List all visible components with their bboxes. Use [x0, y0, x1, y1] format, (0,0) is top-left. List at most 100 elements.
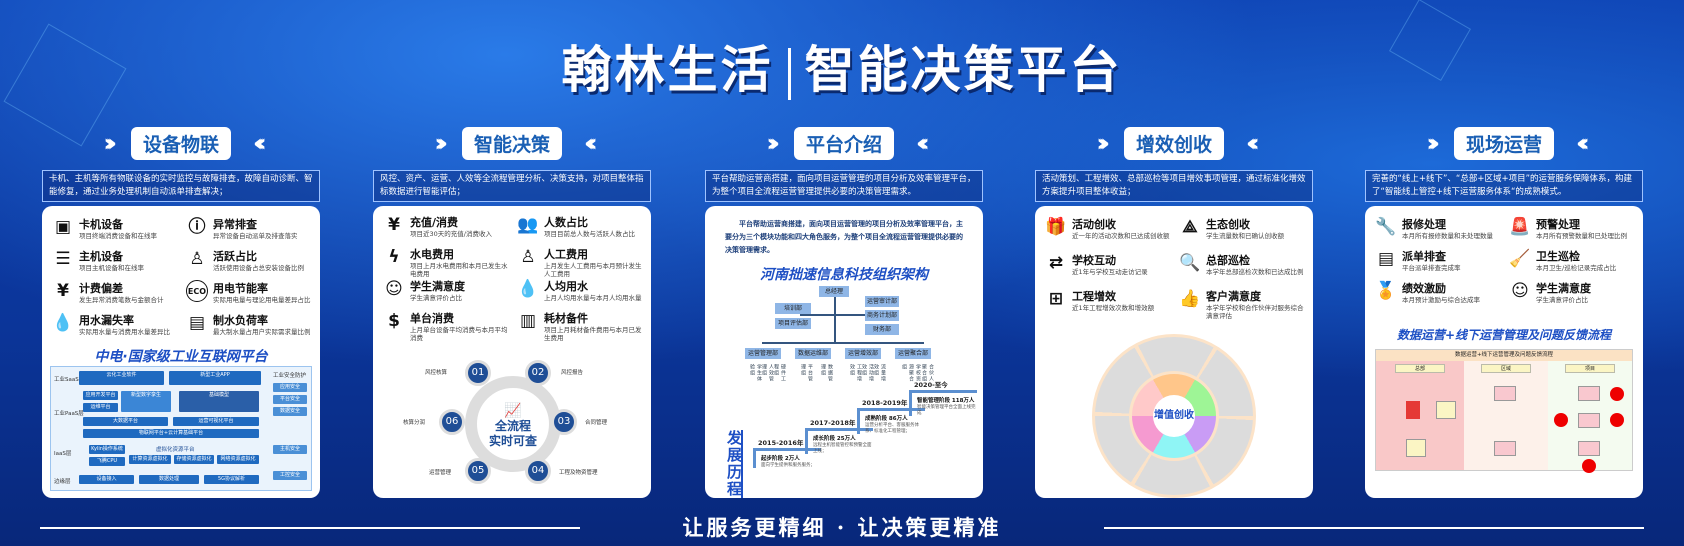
- lane-hq: 总部: [1376, 361, 1464, 470]
- broom-icon: 🧹: [1509, 249, 1531, 269]
- metric-title: 制水负荷率: [213, 314, 268, 327]
- metric-item: ▤派单排查平台派单排查完成率: [1375, 248, 1503, 280]
- flow-node: [1436, 401, 1456, 419]
- slogan-left: 让服务更精细: [682, 515, 827, 540]
- panel-header: ›››设备物联‹‹‹: [42, 126, 320, 160]
- lane-project: 项目: [1548, 361, 1632, 473]
- diagram-block: 基础模型: [179, 391, 259, 412]
- metric-item: ⊞工程增效近1年工程增效次数和增效额: [1045, 288, 1173, 320]
- chevron-left-icon: ‹‹‹: [916, 129, 929, 157]
- panel-title: 平台介绍: [793, 126, 894, 160]
- panel-description: 卡机、主机等所有物联设备的实时监控与故障排查，故障自动诊断、智能修复，通过业务处…: [42, 170, 320, 202]
- money-icon: $: [388, 311, 400, 331]
- chevron-left-icon: ‹‹‹: [1576, 129, 1589, 157]
- step-year: 2015-2016年: [758, 439, 804, 447]
- diagram-block: 大数据平台: [83, 417, 168, 426]
- metric-item: 💧人均用水上月人均用水量与本月人均用水量: [517, 278, 645, 310]
- chevron-left-icon: ‹‹‹: [584, 129, 597, 157]
- metric-item: 🔧报修处理本月所有报修数量和未处理数量: [1375, 216, 1503, 248]
- metric-desc: 本学年学校和合作伙伴对服务综合满意评估: [1206, 304, 1304, 320]
- thumbs-up-icon: 👍: [1179, 289, 1201, 309]
- cycle-node: 02: [525, 360, 551, 386]
- panel-title: 设备物联: [130, 126, 231, 160]
- metric-item: 👍客户满意度本学年学校和合作伙伴对服务综合满意评估: [1179, 288, 1307, 320]
- diagram-block: 运营可视化平台: [173, 417, 259, 426]
- panel-smart-decision: ›››智能决策‹‹‹ 风控、资产、运营、人效等全流程管理分析、决策支持，对项目整…: [373, 126, 651, 498]
- metric-desc: 实际用水量与消费用水量差异比: [79, 328, 170, 336]
- panel-header: ››› 平台介绍 ‹‹‹: [705, 126, 983, 160]
- flow-terminal: [1554, 413, 1568, 427]
- step-title: 成长阶段 25万人: [813, 436, 856, 442]
- medal-icon: 🏅: [1375, 281, 1397, 301]
- metric-title: 水电费用: [410, 248, 454, 261]
- metric-title: 学生满意度: [1536, 282, 1591, 295]
- panel-description: 活动策划、工程增效、总部巡检等项目增效事项管理，通过标准化增效方案提升项目整体收…: [1035, 170, 1313, 202]
- water-drop-icon: 💧: [52, 313, 74, 333]
- interaction-icon: ⇄: [1048, 253, 1064, 273]
- panel-header: ›››现场运营‹‹‹: [1365, 126, 1643, 160]
- title-divider: [787, 47, 791, 100]
- panel-onsite-operations: ›››现场运营‹‹‹ 完善的“线上+线下”、“总部+区域+项目”的运营服务保障体…: [1365, 126, 1643, 498]
- history-step: 2018-2019年成熟阶段 86万人运营分析平台、客服服务体系、标准化工程管理…: [857, 399, 925, 434]
- flow-node: [1578, 441, 1600, 456]
- metric-grid: 🎁活动创收近一年的活动次数和已达成创收额 ⟁生态创收学生流量数和已确认创收额 ⇄…: [1045, 216, 1307, 320]
- metric-item: ☺学生满意度学生满意评价占比: [1509, 280, 1637, 312]
- panel-card: 🎁活动创收近一年的活动次数和已达成创收额 ⟁生态创收学生流量数和已确认创收额 ⇄…: [1035, 206, 1313, 498]
- metric-title: 计费偏差: [79, 282, 123, 295]
- flow-node: [1578, 386, 1600, 401]
- user-activity-icon: ♙: [189, 249, 205, 269]
- page-title: 翰林生活智能决策平台: [0, 30, 1684, 102]
- panel-platform-intro: ›››平台介绍‹‹‹ 平台帮助运营商搭建，面向项目运营管理的项目分析及效率管理平…: [705, 126, 983, 498]
- user-yen-icon: ♙: [520, 247, 536, 267]
- org-group: 学生体验组: [749, 364, 762, 382]
- org-group: 活动增效组: [861, 364, 874, 382]
- panel-efficiency-revenue: ›››增效创收‹‹‹ 活动策划、工程增效、总部巡检等项目增效事项管理，通过标准化…: [1035, 126, 1313, 498]
- metric-title: 耗材备件: [544, 312, 588, 325]
- org-box: 项目评估部: [775, 318, 811, 329]
- cycle-label: 合同管理: [585, 420, 608, 426]
- section-subtitle: 中电·国家级工业互联网平台: [94, 349, 268, 365]
- metric-item: 👥人数占比项目目前总人数与活跃人数占比: [517, 214, 645, 246]
- metric-title: 预警处理: [1536, 218, 1580, 231]
- panel-title: 现场运营: [1453, 126, 1554, 160]
- chevron-right-icon: ›››: [766, 129, 779, 157]
- metric-grid: 🔧报修处理本月所有报修数量和未处理数量 🚨预警处理本月所有预警数量和已处理比例 …: [1375, 216, 1637, 312]
- metric-item: 💧用水漏失率实际用水量与消费用水量差异比: [52, 312, 180, 344]
- eco-icon: ECO: [186, 280, 208, 302]
- exclamation-icon: ⓘ: [188, 217, 206, 237]
- metric-title: 绩效激励: [1402, 282, 1446, 295]
- history-timeline: 发展历程 2015-2016年起步阶段 2万人面向学生提供和服务服务； 2017…: [705, 381, 983, 498]
- users-icon: 👥: [517, 215, 539, 235]
- flow-terminal: [1582, 459, 1596, 473]
- metric-item: ♙活跃占比活跃使用设备占总安装设备比例: [186, 248, 314, 280]
- org-group: 工程增效组: [849, 364, 862, 382]
- chevron-right-icon: ›››: [1096, 129, 1109, 157]
- metric-title: 主机设备: [79, 250, 123, 263]
- cabinet-icon: ▥: [519, 311, 537, 331]
- panel-title: 增效创收: [1123, 126, 1224, 160]
- panel-device-iot: ›››设备物联‹‹‹ 卡机、主机等所有物联设备的实时监控与故障排查，故障自动诊断…: [42, 126, 320, 498]
- metric-title: 报修处理: [1402, 218, 1446, 231]
- metric-desc: 异常设备自动派单及排查落实: [213, 232, 298, 240]
- cycle-label: 运营管理: [429, 470, 452, 476]
- org-dept: 运营增效部: [845, 348, 881, 359]
- footer-line-right: [1104, 527, 1644, 529]
- metric-desc: 本月所有报修数量和未处理数量: [1402, 232, 1493, 240]
- org-line: [834, 292, 836, 342]
- history-step: 2020-至今智能管理阶段 118万人智能决策管理平台全面上线完成: [909, 381, 977, 416]
- step-title: 智能管理阶段 118万人: [917, 398, 975, 404]
- metric-item: ¥计费偏差发生异常消费笔数与金额合计: [52, 280, 180, 312]
- metric-desc: 学生满意评价占比: [1536, 296, 1588, 304]
- panel-card: ¥充值/消费项目近30天的充值/消费收入 👥人数占比项目目前总人数与活跃人数占比…: [373, 206, 651, 498]
- metric-title: 用电节能率: [213, 282, 268, 295]
- metric-item: ¥充值/消费项目近30天的充值/消费收入: [383, 214, 511, 246]
- metric-desc: 近1年工程增效次数和增效额: [1072, 304, 1155, 312]
- org-dept: 运营管理部: [745, 348, 781, 359]
- diagram-block: 新型工业APP: [169, 371, 261, 385]
- step-title: 成熟阶段 86万人: [865, 416, 908, 422]
- org-group: 合伙人聚合组: [921, 364, 934, 382]
- org-dept: 运营聚合部: [895, 348, 931, 359]
- diagram-block: 应用安全: [273, 383, 307, 392]
- metric-desc: 发生异常消费笔数与金额合计: [79, 296, 164, 304]
